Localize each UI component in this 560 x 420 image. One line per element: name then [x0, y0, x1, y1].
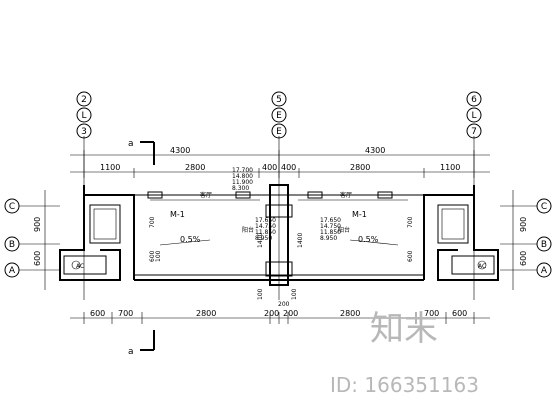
dimension-text: 400 [262, 163, 277, 172]
elevation-text: 14.800 [232, 173, 253, 180]
dimension-text: 200 [264, 309, 279, 318]
row-axis-left: C B A [4, 198, 60, 278]
elevation-stack-mid: 17.650 14.750 11.850 8.950 17.650 14.750… [255, 217, 341, 242]
section-label: a [128, 139, 134, 149]
dimension-text: 700 [407, 216, 414, 228]
ac-label: AC [478, 263, 486, 270]
dimension-text: 200 [283, 309, 298, 318]
dimension-text: 1100 [100, 163, 120, 172]
dimension-text: 900 [33, 217, 42, 232]
elevation-text: 11.850 [255, 229, 276, 236]
dimension-text: 600 [90, 309, 105, 318]
dimension-text: 2800 [350, 163, 370, 172]
section-label: a [128, 347, 134, 357]
axis-label: E [276, 127, 282, 137]
dimension-text: 4300 [170, 146, 190, 155]
elevation-text: 11.850 [320, 229, 341, 236]
dimension-text: 600 [407, 250, 414, 262]
dimension-text: 700 [424, 309, 439, 318]
row-label: C [9, 202, 15, 212]
dimension-text: 600 [452, 309, 467, 318]
slope-label: 0.5% [358, 235, 379, 244]
elevation-text: 17.650 [255, 217, 276, 224]
row-label: C [541, 202, 547, 212]
row-label: B [9, 240, 15, 250]
section-marker-top: a [128, 139, 155, 165]
balcony-label: 阳台 [338, 226, 350, 234]
watermark: 知末 ID: 166351163 [330, 309, 479, 397]
dimension-text: 1100 [440, 163, 460, 172]
side-dimensions: 900 600 900 600 [33, 190, 528, 290]
bottom-dimensions: 600 700 2800 200 200 2800 700 600 [70, 309, 490, 324]
dimension-text: 600 [519, 251, 528, 266]
dimension-text: 100 [257, 288, 264, 300]
balcony-label: 阳台 [242, 226, 254, 234]
axis-bubble-group-center: 5 E E [271, 91, 287, 300]
dimension-text: 700 [118, 309, 133, 318]
elevation-stack-top: 17.700 14.800 11.900 8.300 [232, 167, 253, 192]
elevation-text: 8.300 [232, 185, 249, 192]
dimension-text: 600 [33, 251, 42, 266]
door-label: M-1 [170, 210, 185, 219]
door-label: M-1 [352, 210, 367, 219]
axis-label: L [471, 111, 476, 121]
dimension-text: 400 [281, 163, 296, 172]
elevation-text: 14.750 [255, 223, 276, 230]
dimension-text: 900 [519, 217, 528, 232]
axis-label: L [81, 111, 86, 121]
section-marker-bottom: a [128, 330, 155, 357]
axis-label: 6 [471, 95, 477, 105]
row-label: B [541, 240, 547, 250]
axis-label: 7 [471, 127, 477, 137]
axis-label: 2 [81, 95, 87, 105]
elevation-text: 17.650 [320, 217, 341, 224]
axis-label: E [276, 111, 282, 121]
dimension-text: 2800 [196, 309, 216, 318]
elevation-text: 17.700 [232, 167, 253, 174]
elevation-text: 8.950 [320, 235, 337, 242]
dimension-text: 100 [155, 250, 162, 262]
dimension-text: 100 [291, 288, 298, 300]
room-label: 客厅 [200, 191, 212, 199]
watermark-brand: 知末 [370, 309, 438, 349]
row-label: A [541, 266, 548, 276]
elevation-text: 14.750 [320, 223, 341, 230]
watermark-id: ID: 166351163 [330, 373, 479, 397]
dimension-text: 600 [149, 250, 156, 262]
dimension-text: 2800 [340, 309, 360, 318]
room-label: 客厅 [340, 191, 352, 199]
slope-label: 0.5% [180, 235, 201, 244]
dimension-text: 1400 [257, 233, 264, 248]
top-dimensions: 4300 4300 1100 2800 400 400 2800 1100 [70, 146, 490, 178]
dimension-text: 700 [149, 216, 156, 228]
dimension-text: 4300 [365, 146, 385, 155]
axis-label: 3 [81, 127, 87, 137]
elevation-text: 11.900 [232, 179, 253, 186]
wall-outline [59, 184, 499, 286]
elevation-text: 8.950 [255, 235, 272, 242]
row-axis-right: C B A [500, 198, 552, 278]
ac-label: AC [76, 263, 84, 270]
axis-label: 5 [276, 95, 282, 105]
dimension-text: 200 [278, 301, 290, 308]
inner-dimensions: 700 600 100 1400 1400 700 600 100 100 20… [149, 216, 414, 308]
dimension-text: 2800 [185, 163, 205, 172]
dimension-text: 1400 [297, 233, 304, 248]
row-label: A [9, 266, 16, 276]
